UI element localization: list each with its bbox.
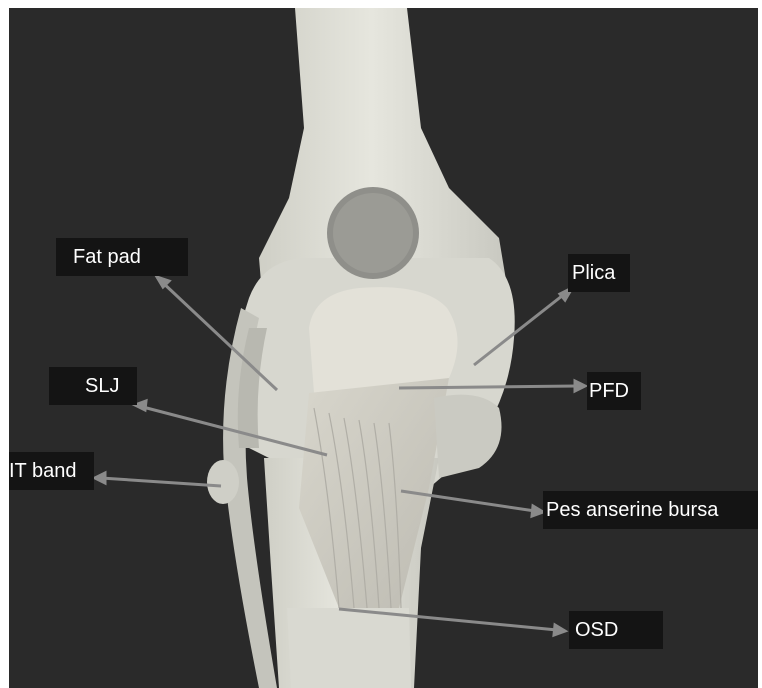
plica-text: Plica <box>572 254 615 292</box>
plica-label: Plica <box>568 254 630 292</box>
knee-model-image <box>9 8 758 688</box>
osd-text: OSD <box>575 611 618 649</box>
pfd-arrow <box>399 386 577 388</box>
pfd-text: PFD <box>589 372 629 410</box>
lateral-tubercle <box>207 460 239 504</box>
it-band-text: IT band <box>9 452 76 490</box>
slj-text: SLJ <box>85 367 119 405</box>
pfd-label: PFD <box>587 372 641 410</box>
fat-pad-text: Fat pad <box>73 238 141 276</box>
osd-label: OSD <box>569 611 663 649</box>
slj-label: SLJ <box>49 367 137 405</box>
knee-model-illustration <box>9 8 758 688</box>
pes-anserine-bursa-label: Pes anserine bursa <box>543 491 758 529</box>
fat-pad-label: Fat pad <box>56 238 188 276</box>
it-band-label: IT band <box>9 452 94 490</box>
pes-anserine-bursa-text: Pes anserine bursa <box>546 491 718 529</box>
tibial-tuberosity <box>287 608 411 688</box>
